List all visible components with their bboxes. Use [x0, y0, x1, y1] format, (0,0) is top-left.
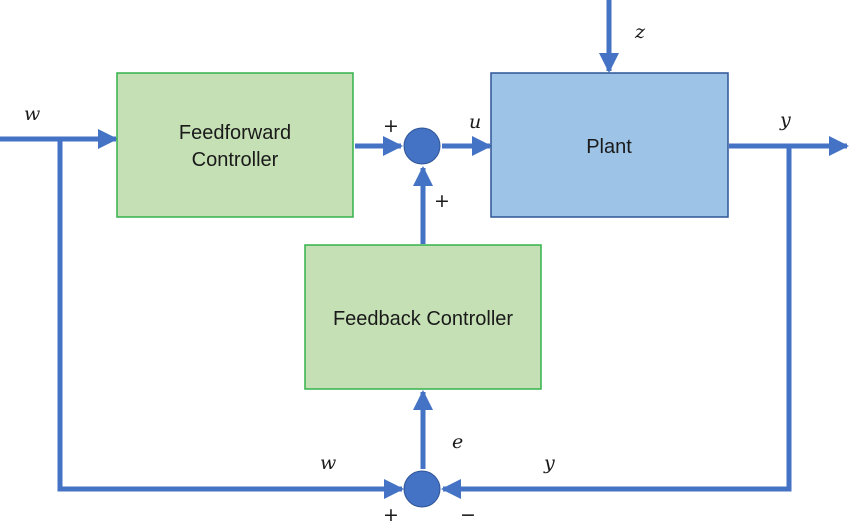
w-lower-label: w: [320, 452, 336, 474]
w-reference-line: [57, 139, 404, 499]
y-output-label: y: [779, 109, 791, 131]
bottom-sum-right-sign: −: [460, 504, 476, 526]
top-sum-left-sign: +: [383, 115, 399, 137]
feedback-label: Feedback Controller: [333, 308, 513, 330]
y-feedback-line: [441, 146, 792, 499]
z-label: z: [634, 21, 646, 43]
y-lower-label: y: [543, 452, 555, 474]
feedback-controller-block: [304, 244, 542, 390]
feedforward-label-line1: Feedforward: [179, 122, 291, 144]
w-input-label: w: [24, 103, 40, 125]
feedforward-controller-block: [116, 72, 354, 218]
plant-label: Plant: [586, 136, 632, 158]
u-label: u: [469, 111, 481, 133]
bottom-summing-junction: [403, 470, 441, 508]
top-summing-junction: [403, 127, 441, 165]
plant-block: [490, 72, 729, 218]
feedforward-label-line2: Controller: [192, 149, 279, 171]
top-sum-bottom-sign: +: [434, 190, 450, 212]
bottom-sum-left-sign: +: [383, 504, 399, 526]
e-label: e: [452, 431, 463, 453]
